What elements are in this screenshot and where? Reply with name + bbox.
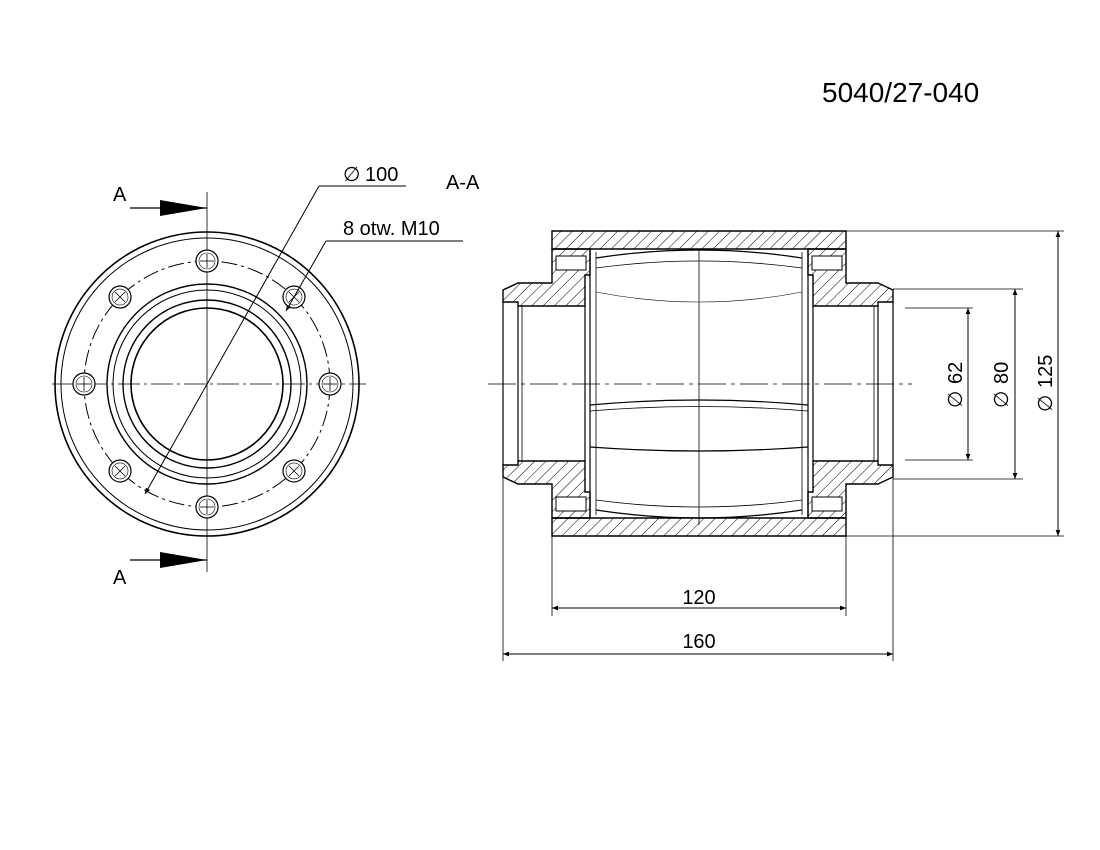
dim-120-value: 120 bbox=[682, 587, 715, 609]
section-arrow-top-head bbox=[160, 200, 207, 216]
bolt-hole bbox=[318, 372, 342, 396]
dim-125-value: 125 bbox=[1035, 355, 1057, 388]
dim-80-symbol: ∅ bbox=[991, 391, 1013, 408]
holes-note: 8 otw. M10 bbox=[343, 218, 440, 240]
extension-lines-right bbox=[846, 230, 1064, 537]
bore-walls bbox=[502, 302, 894, 465]
holes-leader bbox=[285, 240, 327, 312]
dim-160-value: 160 bbox=[682, 631, 715, 653]
dim-62-value: 62 bbox=[945, 362, 967, 384]
bolt-slot-bottom-right bbox=[811, 496, 843, 512]
drawing-number: 5040/27-040 bbox=[822, 77, 979, 108]
bolt-hole bbox=[72, 372, 96, 396]
hatched-sections bbox=[502, 230, 894, 537]
section-title: A-A bbox=[446, 172, 480, 194]
dim-80-value: 80 bbox=[991, 362, 1013, 384]
dim-80-label-group: ∅ 80 bbox=[991, 362, 1013, 408]
dim-125-symbol: ∅ bbox=[1035, 395, 1057, 412]
section-view: A-A bbox=[446, 172, 1064, 661]
bolt-slot-bottom-left bbox=[555, 496, 587, 512]
dim-62-label-group: ∅ 62 bbox=[945, 362, 967, 408]
extension-lines-bottom bbox=[502, 477, 894, 661]
bolt-slot-top-left bbox=[555, 255, 587, 271]
dim-125-label-group: ∅ 125 bbox=[1035, 355, 1057, 412]
top-flange-section bbox=[551, 230, 847, 250]
bolt-hole bbox=[282, 459, 306, 483]
section-marker-top: A bbox=[113, 184, 127, 206]
diameter-symbol: ∅ bbox=[343, 164, 360, 186]
bolt-hole bbox=[108, 459, 132, 483]
bolt-hole bbox=[195, 249, 219, 273]
section-marker-bottom: A bbox=[113, 567, 127, 589]
front-view: ∅ 100 8 otw. M10 A A bbox=[52, 164, 463, 589]
dim-62-symbol: ∅ bbox=[945, 391, 967, 408]
section-arrow-bottom-head bbox=[160, 552, 207, 568]
bolt-hole bbox=[108, 285, 132, 309]
diameter-leader bbox=[144, 185, 320, 495]
bolt-hole bbox=[195, 495, 219, 519]
bolt-circle-dimension: 100 bbox=[365, 164, 398, 186]
bolt-slot-top-right bbox=[811, 255, 843, 271]
